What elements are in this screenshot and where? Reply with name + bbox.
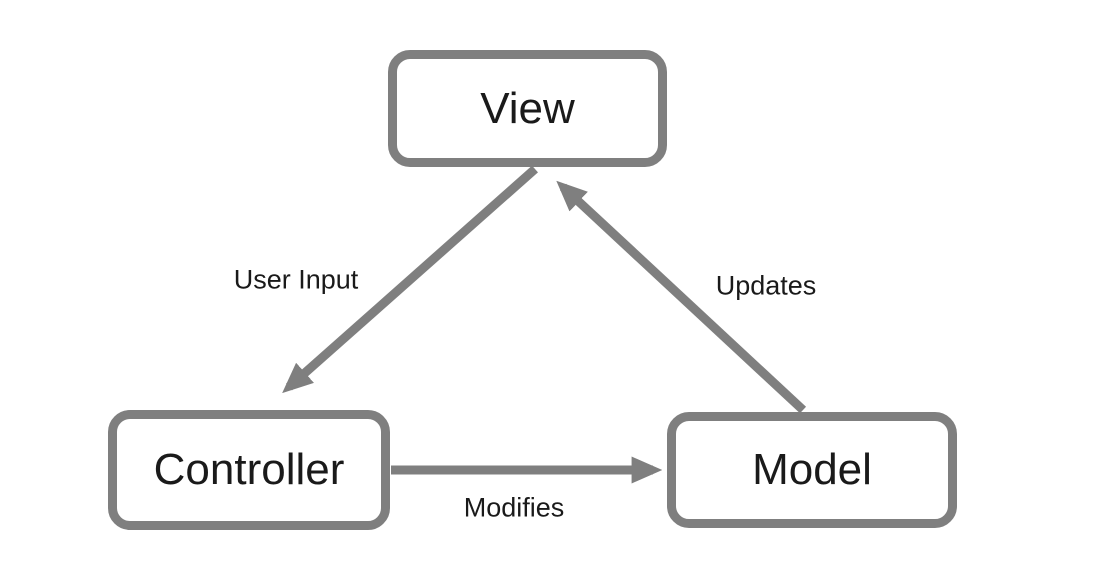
edge-label-updates: Updates <box>715 270 817 301</box>
edge-label-modifies: Modifies <box>463 492 565 523</box>
node-view: View <box>388 50 667 167</box>
edge-label-user-input: User Input <box>233 264 359 295</box>
node-model-label: Model <box>752 445 872 494</box>
user-input-arrow <box>282 165 538 394</box>
node-controller: Controller <box>108 410 390 530</box>
node-model: Model <box>667 412 957 528</box>
updates-arrow <box>556 180 807 414</box>
node-view-label: View <box>480 83 575 133</box>
node-controller-label: Controller <box>153 445 345 494</box>
